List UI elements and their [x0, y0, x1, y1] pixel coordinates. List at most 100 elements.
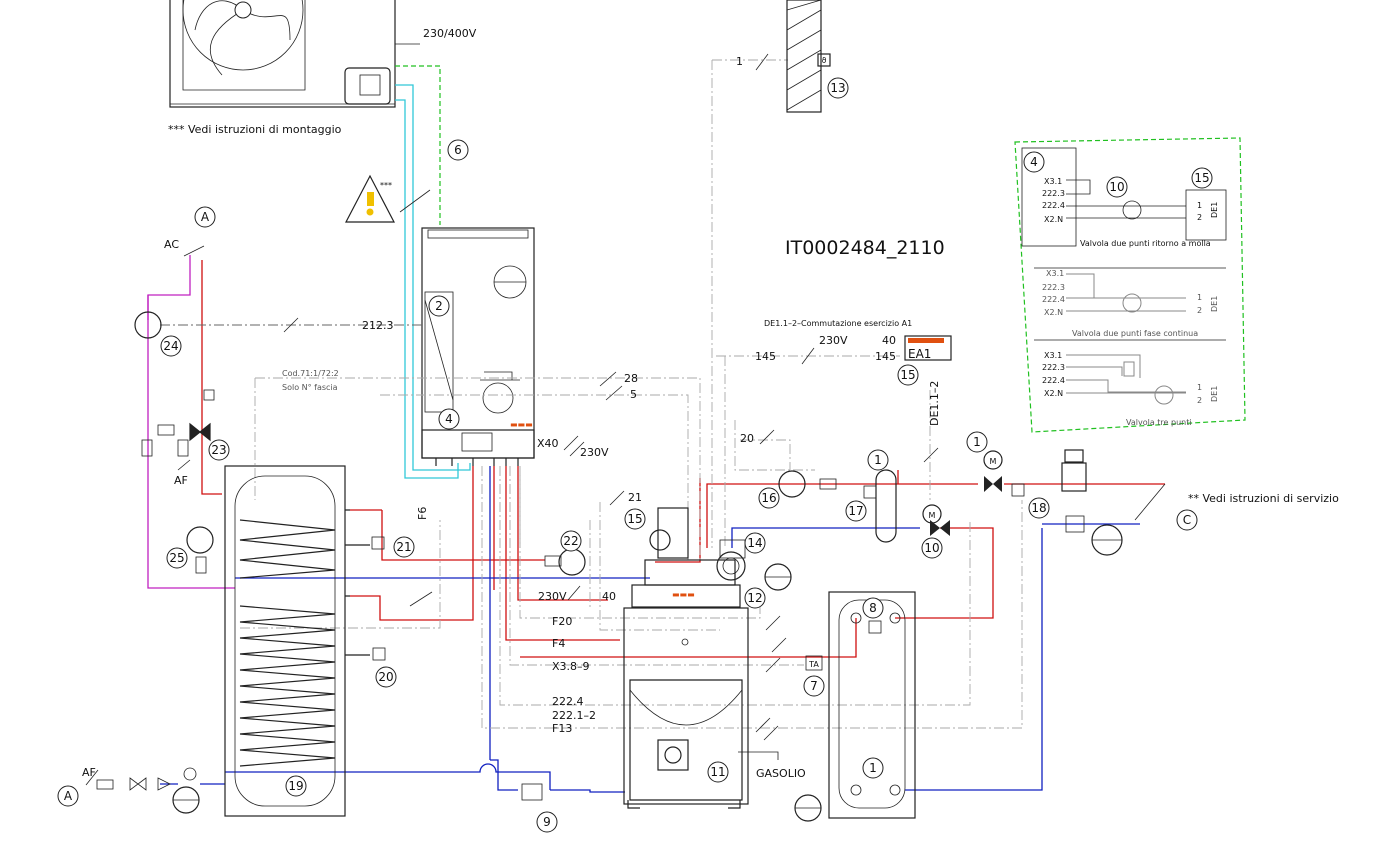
inset-badge-15: 15: [1191, 167, 1213, 189]
inset-x2nc: X2.N: [1044, 389, 1063, 398]
svg-text:10: 10: [1109, 180, 1124, 194]
w2224-label: 222.4: [552, 695, 584, 708]
indoor-brand: ▬▬▬: [510, 420, 533, 429]
svg-text:1: 1: [874, 453, 882, 467]
wire-145-left: 145: [755, 350, 776, 363]
svg-text:A: A: [201, 210, 210, 224]
wire-28: 28: [624, 372, 638, 385]
marker-a-top: A: [194, 206, 216, 228]
inset-2223b: 222.3: [1042, 283, 1065, 292]
badge-24: 24: [160, 335, 182, 357]
inset-caption1: Valvola due punti ritorno a molla: [1080, 239, 1211, 248]
chimney: ϑ: [786, 0, 831, 113]
hydraulic-separator: [875, 469, 897, 543]
svg-text:18: 18: [1031, 501, 1046, 515]
inset-p2a: 2: [1197, 213, 1202, 222]
note-montaggio: *** Vedi istruzioni di montaggio: [168, 123, 342, 136]
svg-text:C: C: [1183, 513, 1191, 527]
inset-x2nb: X2.N: [1044, 308, 1063, 317]
svg-text:8: 8: [869, 601, 877, 615]
badge-22: 22: [560, 530, 582, 552]
svg-text:9: 9: [543, 815, 551, 829]
svg-text:21: 21: [396, 540, 411, 554]
svg-text:22: 22: [563, 534, 578, 548]
badge-7: 7: [803, 675, 825, 697]
inset-p1a: 1: [1197, 201, 1202, 210]
pump-16: [778, 470, 806, 498]
svg-text:4: 4: [1030, 155, 1038, 169]
badge-8: 8: [862, 597, 884, 619]
badge-25: 25: [166, 547, 188, 569]
svg-text:11: 11: [710, 765, 725, 779]
ta-label: TA: [808, 660, 819, 669]
indoor-unit: ▬▬▬: [421, 227, 535, 466]
inset-2224b: 222.4: [1042, 295, 1065, 304]
svg-text:15: 15: [900, 368, 915, 382]
badge-1-sep: 1: [867, 449, 889, 471]
warning-sign: ***: [345, 174, 431, 223]
badge-12: 12: [744, 587, 766, 609]
labels: IT0002484_2110 ** Vedi istruzioni di ser…: [82, 55, 1339, 779]
badge-17: 17: [845, 500, 867, 522]
svg-text:14: 14: [747, 536, 762, 550]
outdoor-heat-pump-unit: *** Vedi istruzioni di montaggio 230/400…: [168, 0, 477, 136]
badge-2: 2: [428, 295, 450, 317]
boiler-brand: ▬▬▬: [672, 590, 695, 599]
svg-text:1: 1: [973, 435, 981, 449]
svg-text:15: 15: [1194, 171, 1209, 185]
svg-text:A: A: [64, 789, 73, 803]
svg-text:19: 19: [288, 779, 303, 793]
inset-x31b: X3.1: [1046, 269, 1064, 278]
inset-badge-10: 10: [1106, 176, 1128, 198]
inset-de1b: DE1: [1210, 296, 1219, 312]
svg-text:25: 25: [169, 551, 184, 565]
wire-40-bottom: 40: [602, 590, 616, 603]
dhw-storage-tank: [224, 465, 370, 817]
badge-15: 15: [624, 508, 646, 530]
badge-14: 14: [744, 532, 766, 554]
de12-label: DE1.1–2: [928, 381, 941, 426]
svg-text:1: 1: [869, 761, 877, 775]
inset-2223c: 222.3: [1042, 363, 1065, 372]
drawing-code: IT0002484_2110: [785, 237, 945, 259]
svg-text:M: M: [929, 511, 936, 520]
x38-label: X3.8–9: [552, 660, 590, 673]
inset-2223a: 222.3: [1042, 189, 1065, 198]
badge-4: 4: [438, 408, 460, 430]
pipework-magenta: [147, 255, 235, 589]
inset-2224a: 222.4: [1042, 201, 1065, 210]
marker-a-bottom: A: [57, 785, 79, 807]
svg-text:13: 13: [830, 81, 845, 95]
outdoor-connection-box: [344, 67, 391, 105]
oil-boiler: ▬▬▬ GASOLIO: [623, 507, 822, 822]
svg-text:12: 12: [747, 591, 762, 605]
badge-6: 6: [447, 139, 469, 161]
badge-20: 20: [375, 666, 397, 688]
wire-1: 1: [736, 55, 743, 68]
inset-p2b: 2: [1197, 306, 1202, 315]
refrigerant-lines: [395, 84, 471, 479]
f4-label: F4: [552, 637, 565, 650]
f13-label: F13: [552, 722, 572, 735]
signal-lines: [160, 59, 1023, 729]
badge-1-valve: 1: [966, 431, 988, 453]
inset-badge-4: 4: [1023, 151, 1045, 173]
solo-label: Solo N° fascia: [282, 383, 338, 392]
af-label-bottom: AF: [82, 766, 96, 779]
svg-text:17: 17: [848, 504, 863, 518]
component-badges: 6 13 2 4 24 23 15 22 21 25 16 1 1 17 18 …: [57, 77, 1198, 833]
svg-text:16: 16: [761, 491, 776, 505]
gasolio-label: GASOLIO: [756, 767, 806, 780]
svg-text:10: 10: [924, 541, 939, 555]
svg-text:6: 6: [454, 143, 462, 157]
ac-label: AC: [164, 238, 179, 251]
inset-x31c: X3.1: [1044, 351, 1062, 360]
cable-marks: [85, 53, 1166, 786]
inset-p1c: 1: [1197, 383, 1202, 392]
x40-label: X40: [537, 437, 559, 450]
inset-x31a: X3.1: [1044, 177, 1062, 186]
badge-16: 16: [758, 487, 780, 509]
boiler-volt: 230V: [538, 590, 567, 603]
